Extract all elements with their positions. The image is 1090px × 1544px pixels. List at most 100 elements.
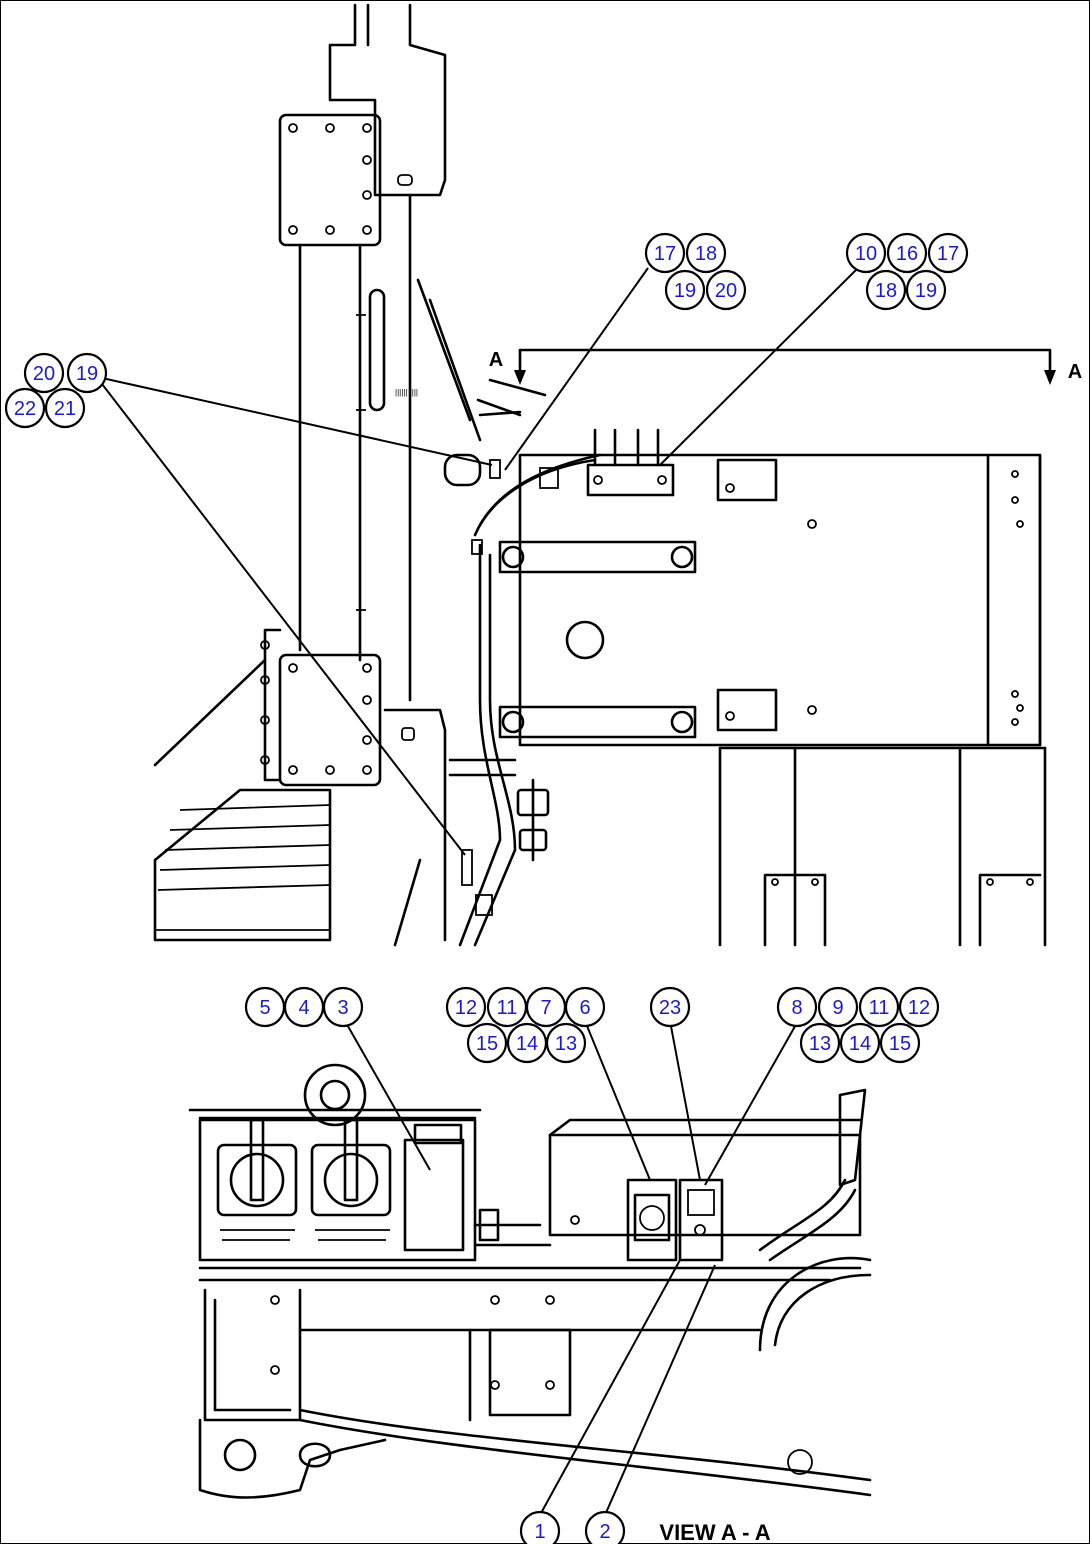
callout-number: 7 — [540, 997, 551, 1019]
callout-bubble-17: 17 — [644, 232, 686, 274]
callout-bubble-13: 13 — [799, 1022, 841, 1064]
callout-bubble-17: 17 — [927, 232, 969, 274]
callout-number: 5 — [259, 997, 270, 1019]
callout-circle — [23, 352, 65, 394]
callout-bubble-16: 16 — [886, 232, 928, 274]
callout-bubble-6: 6 — [564, 986, 606, 1028]
callout-bubble-14: 14 — [839, 1022, 881, 1064]
callout-circle — [886, 232, 928, 274]
callout-number: 23 — [659, 997, 681, 1019]
callout-bubble-12: 12 — [445, 986, 487, 1028]
callout-circle — [799, 1022, 841, 1064]
callout-bubble-19: 19 — [66, 352, 108, 394]
section-marker-right: A — [1068, 361, 1082, 383]
callout-circle — [858, 986, 900, 1028]
callout-circle — [905, 269, 947, 311]
callout-number: 11 — [869, 997, 890, 1019]
callout-circle — [644, 232, 686, 274]
callout-number: 13 — [809, 1033, 831, 1055]
svg-text:|||||| ||||: |||||| |||| — [395, 388, 418, 397]
callout-bubble-1: 1 — [519, 1510, 561, 1544]
callout-circle — [845, 232, 887, 274]
callout-circle — [664, 269, 706, 311]
callout-bubble-19: 19 — [905, 269, 947, 311]
callout-circle — [466, 1022, 508, 1064]
callout-number: 3 — [337, 997, 348, 1019]
callout-bubble-4: 4 — [283, 986, 325, 1028]
callout-number: 1 — [534, 1521, 545, 1543]
callout-circle — [705, 269, 747, 311]
callout-bubble-20: 20 — [705, 269, 747, 311]
callout-number: 13 — [555, 1033, 577, 1055]
callout-circle — [322, 986, 364, 1028]
callout-number: 4 — [298, 997, 309, 1019]
callout-number: 12 — [908, 997, 930, 1019]
callout-number: 19 — [76, 363, 98, 385]
callout-bubble-14: 14 — [506, 1022, 548, 1064]
top-view: |||||| |||| — [101, 3, 1082, 947]
callout-number: 2 — [599, 1521, 610, 1543]
callout-bubble-18: 18 — [685, 232, 727, 274]
callout-circle — [927, 232, 969, 274]
section-marker-left: A — [489, 349, 503, 371]
callout-number: 9 — [832, 997, 843, 1019]
callout-number: 22 — [14, 398, 36, 420]
callout-circle — [564, 986, 606, 1028]
callout-number: 18 — [695, 243, 717, 265]
callout-bubble-23: 23 — [649, 986, 691, 1028]
callout-number: 10 — [855, 243, 877, 265]
callout-number: 14 — [516, 1033, 538, 1055]
callout-bubble-8: 8 — [776, 986, 818, 1028]
callout-circle — [898, 986, 940, 1028]
callout-number: 19 — [915, 280, 937, 302]
callout-circle — [44, 387, 86, 429]
callout-circle — [649, 986, 691, 1028]
callout-bubble-12: 12 — [898, 986, 940, 1028]
callout-circle — [817, 986, 859, 1028]
callout-bubble-18: 18 — [865, 269, 907, 311]
callout-number: 20 — [715, 280, 737, 302]
callout-number: 12 — [455, 997, 477, 1019]
callout-bubble-13: 13 — [545, 1022, 587, 1064]
callout-number: 15 — [889, 1033, 911, 1055]
callout-bubble-19: 19 — [664, 269, 706, 311]
callout-circle — [4, 387, 46, 429]
callout-circle — [865, 269, 907, 311]
callout-number: 19 — [674, 280, 696, 302]
callout-number: 17 — [654, 243, 676, 265]
callout-bubble-11: 11 — [858, 986, 900, 1028]
callout-circle — [685, 232, 727, 274]
callout-circle — [445, 986, 487, 1028]
callout-number: 6 — [579, 997, 590, 1019]
callout-number: 16 — [896, 243, 918, 265]
callout-circle — [879, 1022, 921, 1064]
section-view-a-a: VIEW A - A — [188, 1020, 872, 1544]
callout-bubble-9: 9 — [817, 986, 859, 1028]
callout-circle — [584, 1510, 626, 1544]
callout-bubble-21: 21 — [44, 387, 86, 429]
callout-bubble-15: 15 — [466, 1022, 508, 1064]
callout-bubble-20: 20 — [23, 352, 65, 394]
callout-number: 21 — [54, 398, 76, 420]
callout-bubble-2: 2 — [584, 1510, 626, 1544]
callout-number: 18 — [875, 280, 897, 302]
callout-number: 15 — [476, 1033, 498, 1055]
callout-bubble-15: 15 — [879, 1022, 921, 1064]
view-label: VIEW A - A — [659, 1520, 770, 1544]
callout-bubble-7: 7 — [525, 986, 567, 1028]
callout-circle — [776, 986, 818, 1028]
callout-bubble-22: 22 — [4, 387, 46, 429]
callout-bubble-10: 10 — [845, 232, 887, 274]
callout-number: 11 — [497, 997, 518, 1019]
callout-bubble-5: 5 — [244, 986, 286, 1028]
callout-circle — [519, 1510, 561, 1544]
callout-number: 20 — [33, 363, 55, 385]
callout-circle — [839, 1022, 881, 1064]
callout-number: 14 — [849, 1033, 871, 1055]
callout-number: 17 — [937, 243, 959, 265]
callout-bubble-3: 3 — [322, 986, 364, 1028]
callout-bubble-11: 11 — [486, 986, 528, 1028]
callout-number: 8 — [791, 997, 802, 1019]
